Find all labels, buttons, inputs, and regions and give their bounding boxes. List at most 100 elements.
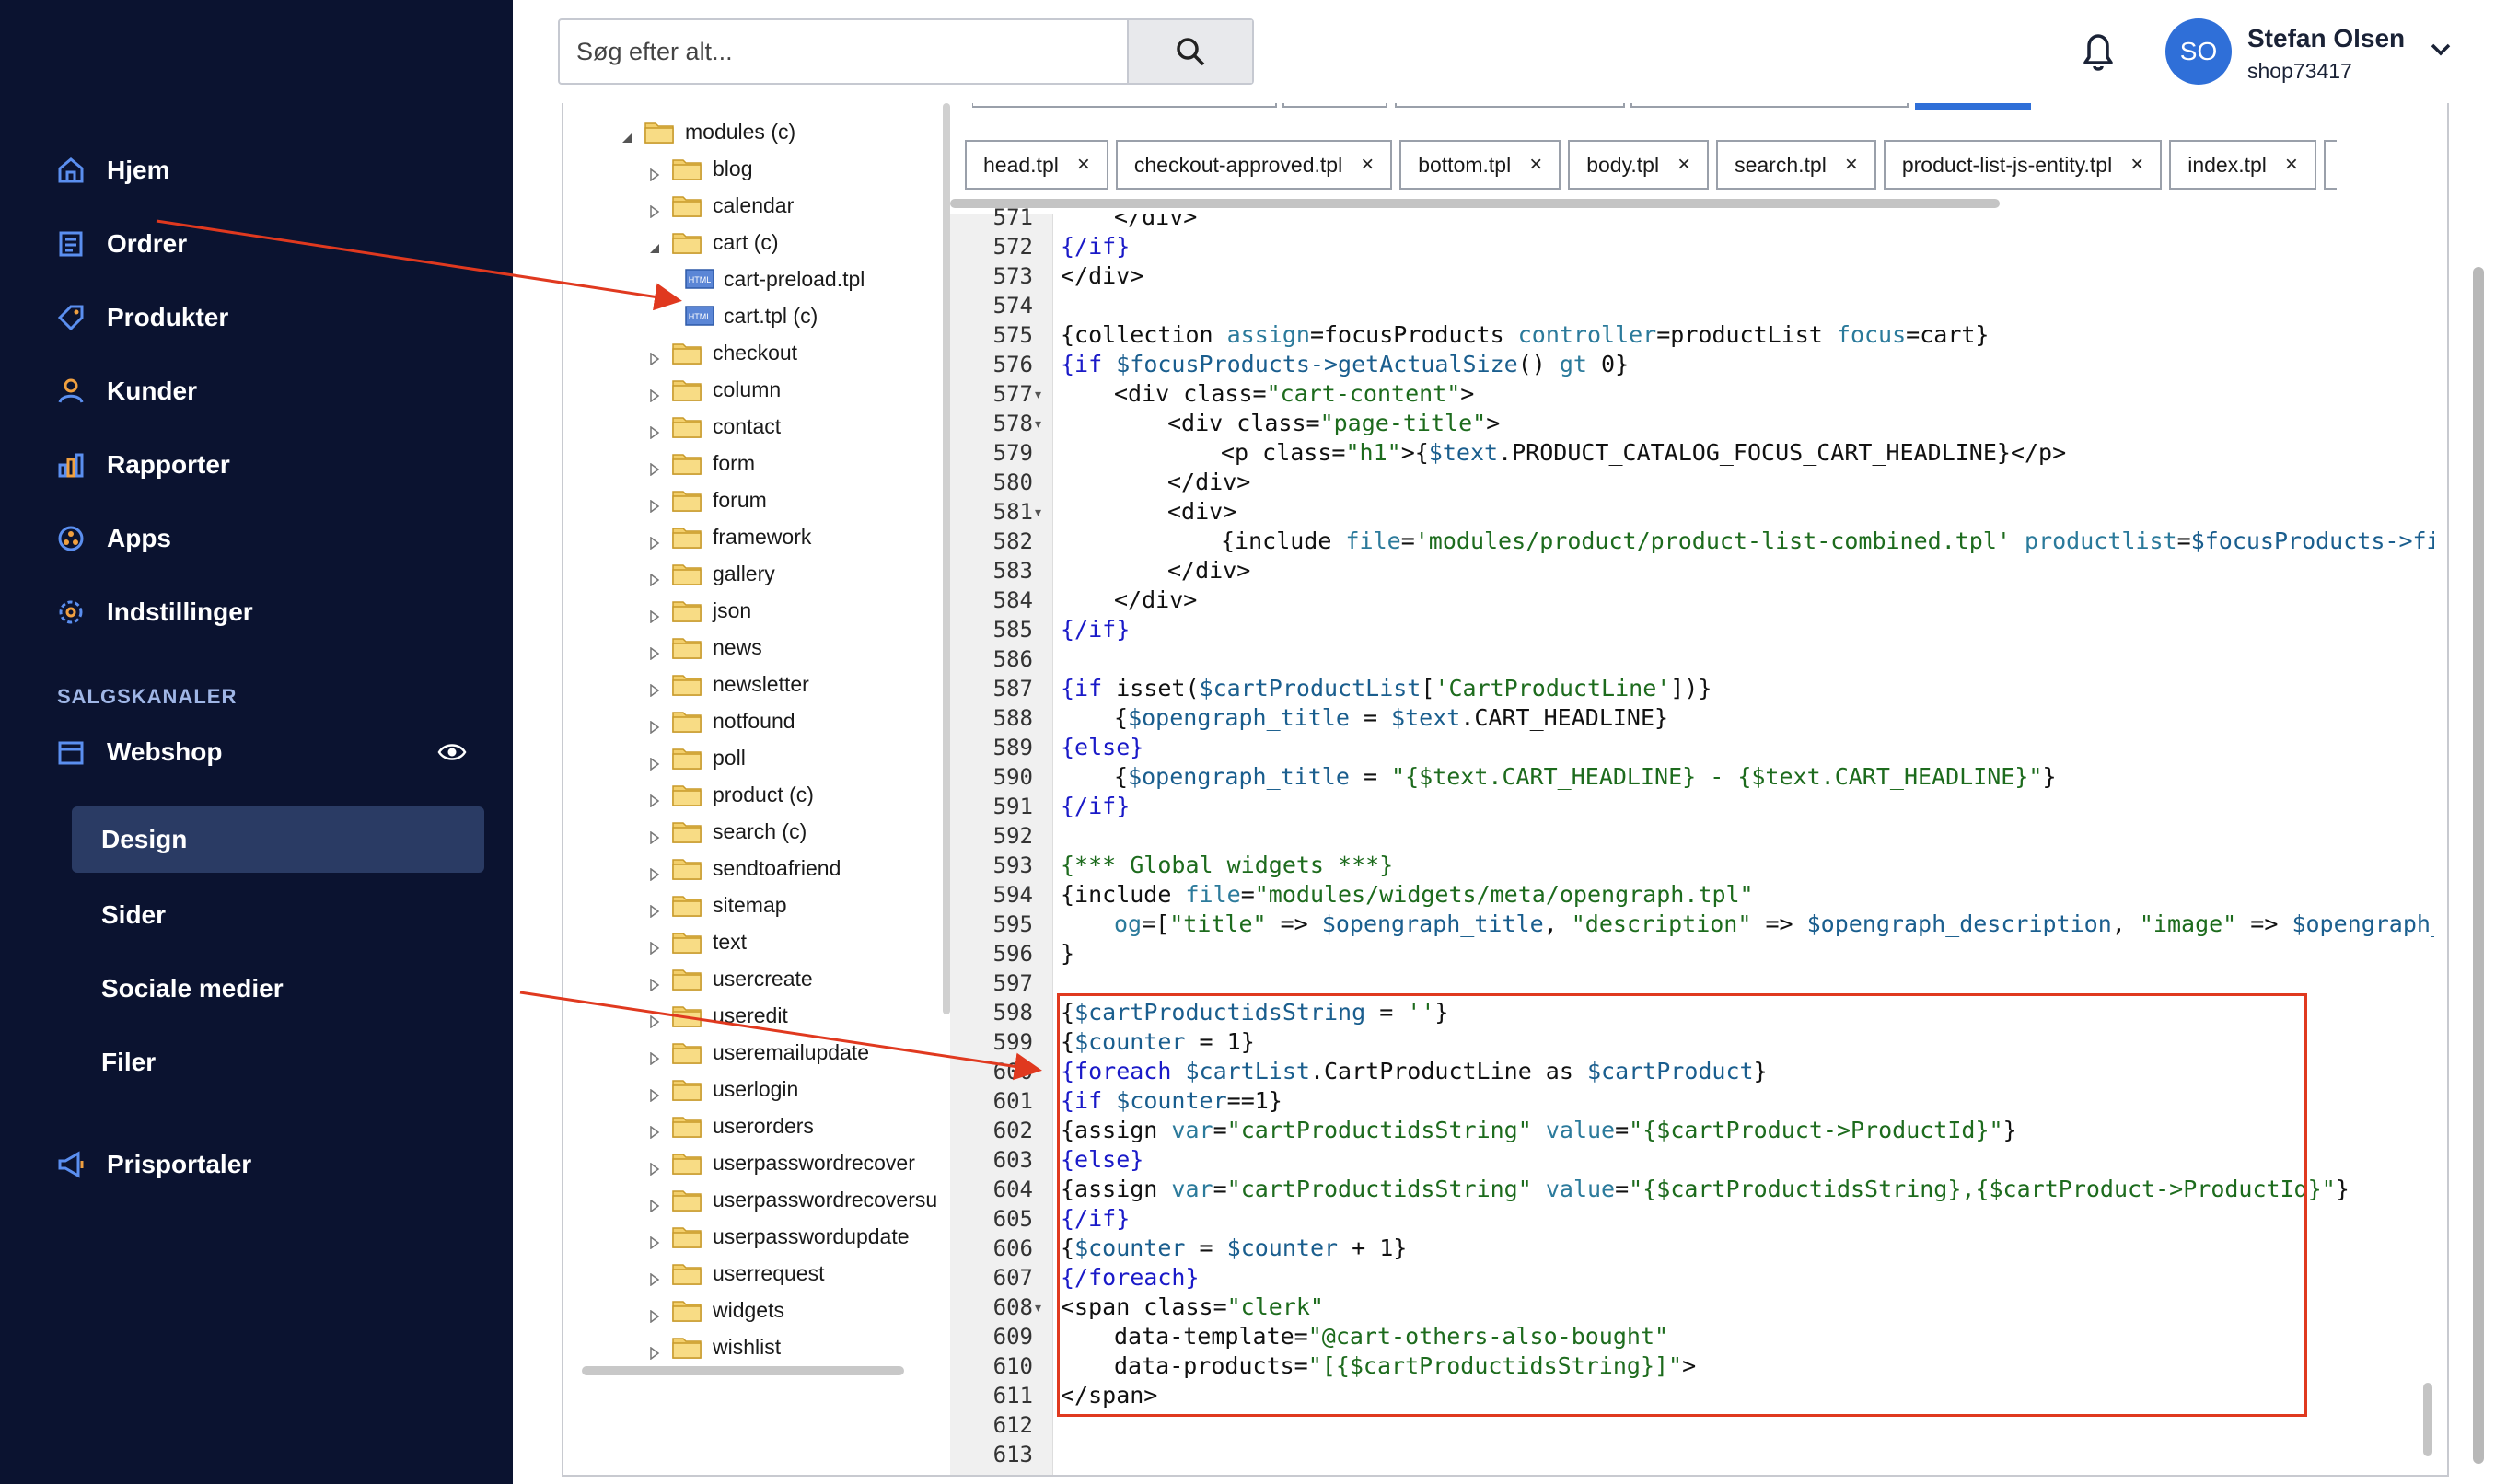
sidebar-subitem-filer[interactable]: Filer: [72, 1029, 484, 1096]
chevron-down-icon[interactable]: [2428, 37, 2454, 63]
close-icon[interactable]: ×: [1677, 152, 1690, 178]
sidebar-item-kunder[interactable]: Kunder: [55, 368, 197, 414]
tree-folder[interactable]: product (c): [648, 777, 814, 812]
tree-folder[interactable]: cart (c): [648, 225, 779, 260]
tree-folder[interactable]: column: [648, 372, 781, 407]
close-icon[interactable]: ×: [1077, 152, 1090, 178]
fold-caret-icon[interactable]: ▾: [1035, 1293, 1041, 1322]
tree-folder[interactable]: poll: [648, 740, 746, 775]
tree-folder[interactable]: modules (c): [621, 114, 795, 149]
tree-file[interactable]: HTMLcart.tpl (c): [685, 298, 818, 333]
sidebar-subitem-sider[interactable]: Sider: [72, 882, 484, 948]
caret-right-icon[interactable]: [648, 788, 661, 801]
sidebar-item-hjem[interactable]: Hjem: [55, 147, 169, 193]
fold-caret-icon[interactable]: ▾: [1035, 497, 1041, 527]
close-icon[interactable]: ×: [2130, 152, 2143, 178]
caret-right-icon[interactable]: [648, 530, 661, 543]
tree-folder[interactable]: text: [648, 924, 747, 959]
editor-tab[interactable]: bottom.tpl×: [1399, 140, 1561, 190]
caret-right-icon[interactable]: [648, 641, 661, 654]
tree-folder[interactable]: useredit: [648, 998, 788, 1033]
caret-right-icon[interactable]: [648, 751, 661, 764]
caret-right-icon[interactable]: [648, 420, 661, 433]
caret-right-icon[interactable]: [648, 1193, 661, 1206]
sidebar-item-produkter[interactable]: Produkter: [55, 295, 228, 341]
caret-open-icon[interactable]: [648, 236, 661, 249]
file-tree-horizontal-scrollbar[interactable]: [582, 1366, 904, 1375]
caret-right-icon[interactable]: [648, 678, 661, 690]
tree-folder[interactable]: userpasswordupdate: [648, 1219, 910, 1254]
tree-folder[interactable]: checkout: [648, 335, 797, 370]
editor-tab[interactable]: body.tpl×: [1568, 140, 1709, 190]
sidebar-item-rapporter[interactable]: Rapporter: [55, 442, 230, 488]
caret-right-icon[interactable]: [648, 899, 661, 911]
tree-folder[interactable]: calendar: [648, 188, 794, 223]
tree-folder[interactable]: userpasswordrecoversu: [648, 1182, 937, 1217]
tree-folder[interactable]: gallery: [648, 556, 775, 591]
page-scrollbar[interactable]: [2473, 267, 2484, 1464]
tree-file[interactable]: HTMLcart-preload.tpl: [685, 261, 865, 296]
caret-right-icon[interactable]: [648, 457, 661, 470]
caret-right-icon[interactable]: [648, 714, 661, 727]
caret-right-icon[interactable]: [648, 1230, 661, 1243]
eye-icon[interactable]: [436, 736, 468, 768]
sidebar-item-ordrer[interactable]: Ordrer: [55, 221, 187, 267]
tree-folder[interactable]: sendtoafriend: [648, 851, 841, 886]
caret-right-icon[interactable]: [648, 604, 661, 617]
tree-folder[interactable]: userpasswordrecover: [648, 1145, 915, 1180]
editor-tab[interactable]: product-list-js-entity.tpl×: [1884, 140, 2162, 190]
tree-folder[interactable]: framework: [648, 519, 811, 554]
close-icon[interactable]: ×: [2285, 152, 2298, 178]
caret-right-icon[interactable]: [648, 1046, 661, 1059]
close-icon[interactable]: ×: [1529, 152, 1542, 178]
caret-right-icon[interactable]: [648, 493, 661, 506]
caret-right-icon[interactable]: [648, 162, 661, 175]
tree-folder[interactable]: useremailupdate: [648, 1035, 869, 1070]
tree-folder[interactable]: json: [648, 593, 751, 628]
tree-folder[interactable]: search (c): [648, 814, 807, 849]
tree-folder[interactable]: blog: [648, 151, 752, 186]
file-tree-scrollbar[interactable]: [943, 103, 950, 1014]
sidebar-item-prisportaler[interactable]: Prisportaler: [55, 1142, 251, 1188]
tree-folder[interactable]: forum: [648, 482, 767, 517]
tree-folder[interactable]: newsletter: [648, 667, 809, 701]
fold-caret-icon[interactable]: ▾: [1035, 409, 1041, 438]
tabs-scrollbar[interactable]: [950, 199, 2000, 208]
sidebar-item-webshop[interactable]: Webshop: [55, 729, 222, 775]
user-name[interactable]: Stefan Olsen: [2247, 24, 2405, 53]
caret-right-icon[interactable]: [648, 935, 661, 948]
caret-right-icon[interactable]: [648, 825, 661, 838]
search-button[interactable]: [1127, 20, 1252, 83]
code-scrollbar[interactable]: [2423, 1383, 2432, 1456]
caret-right-icon[interactable]: [648, 1340, 661, 1353]
tree-folder[interactable]: news: [648, 630, 762, 665]
tree-folder[interactable]: usercreate: [648, 961, 813, 996]
caret-right-icon[interactable]: [648, 1304, 661, 1316]
bell-icon[interactable]: [2078, 28, 2118, 74]
caret-right-icon[interactable]: [648, 346, 661, 359]
avatar[interactable]: SO: [2165, 18, 2232, 85]
tree-folder[interactable]: form: [648, 446, 755, 481]
close-icon[interactable]: ×: [1845, 152, 1858, 178]
tree-folder[interactable]: wishlist: [648, 1329, 781, 1364]
caret-right-icon[interactable]: [648, 1009, 661, 1022]
editor-tab[interactable]: head.tpl×: [965, 140, 1108, 190]
search-input[interactable]: [560, 20, 1127, 83]
caret-right-icon[interactable]: [648, 1156, 661, 1169]
tree-folder[interactable]: sitemap: [648, 887, 787, 922]
caret-open-icon[interactable]: [621, 125, 633, 138]
tree-folder[interactable]: contact: [648, 409, 781, 444]
editor-tab[interactable]: checkout-approved.tpl×: [1116, 140, 1392, 190]
sidebar-item-indstillinger[interactable]: Indstillinger: [55, 589, 253, 635]
editor-tab-partial[interactable]: [2324, 140, 2337, 190]
tree-folder[interactable]: widgets: [648, 1293, 784, 1327]
caret-right-icon[interactable]: [648, 199, 661, 212]
close-icon[interactable]: ×: [1361, 152, 1374, 178]
sidebar-subitem-sociale-medier[interactable]: Sociale medier: [72, 956, 484, 1022]
editor-tab[interactable]: search.tpl×: [1716, 140, 1876, 190]
caret-right-icon[interactable]: [648, 383, 661, 396]
editor-tab[interactable]: index.tpl×: [2169, 140, 2316, 190]
tree-folder[interactable]: userorders: [648, 1108, 814, 1143]
sidebar-item-apps[interactable]: Apps: [55, 516, 171, 562]
tree-folder[interactable]: userlogin: [648, 1072, 798, 1107]
